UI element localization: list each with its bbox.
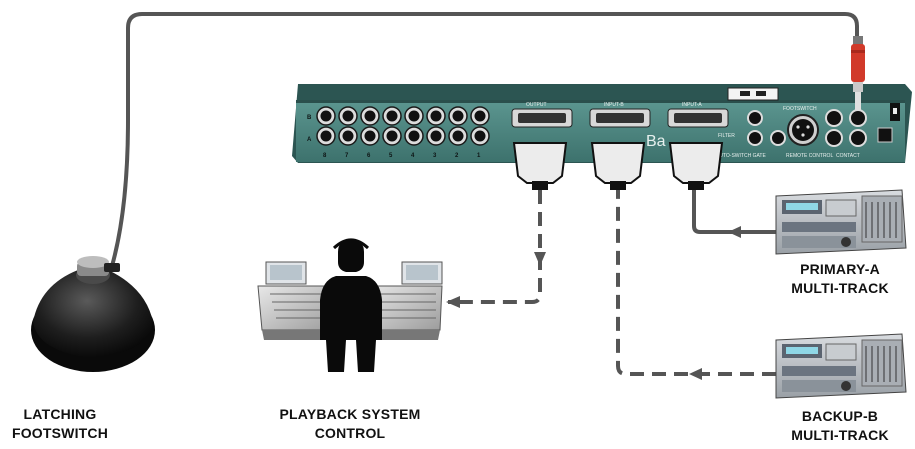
arrow-head	[534, 252, 546, 266]
output-cable-hood	[512, 142, 568, 190]
engineer-silhouette	[320, 238, 382, 372]
input-b-cable	[616, 190, 776, 376]
trs-jack-socket	[364, 110, 376, 122]
footswitch-caption-line2: FOOTSWITCH	[11, 425, 109, 441]
contact-jack	[825, 109, 843, 127]
output-label: OUTPUT	[526, 102, 547, 108]
primary-a-caption-line2: MULTI-TRACK	[791, 280, 889, 296]
trs-jack-socket	[452, 110, 464, 122]
trs-jack-socket	[364, 130, 376, 142]
primary-a-multitrack-image	[775, 189, 907, 255]
channel-number: 4	[411, 153, 415, 159]
trs-jack-socket	[320, 130, 332, 142]
auto-switch-gate-label: AUTO-SWITCH GATE	[716, 153, 766, 159]
trs-jack-socket	[474, 110, 486, 122]
small-jack	[747, 130, 763, 146]
output-cable	[448, 190, 542, 304]
xlr-connector	[787, 114, 819, 146]
backup-b-multitrack-image	[775, 333, 907, 399]
channel-numbers: 8 7 6 5 4 3 2 1	[323, 153, 481, 159]
backup-b-caption-line1: BACKUP-B	[801, 408, 879, 424]
trs-jack-socket	[342, 130, 354, 142]
channel-number: 3	[433, 153, 437, 159]
primary-a-caption: PRIMARY-A MULTI-TRACK	[770, 260, 910, 298]
output-db25-connector	[511, 108, 573, 128]
brand-fragment: Ba	[646, 133, 666, 150]
quarter-inch-jack-field	[316, 106, 490, 146]
contact-jack	[825, 129, 843, 147]
trs-jack-socket	[320, 110, 332, 122]
footswitch-plug	[851, 36, 865, 110]
input-b-label: INPUT-B	[604, 102, 624, 108]
contact-jack	[849, 129, 867, 147]
primary-a-caption-line1: PRIMARY-A	[800, 261, 880, 277]
trs-jack-socket	[386, 110, 398, 122]
playback-caption-line1: PLAYBACK SYSTEM	[279, 406, 421, 422]
filter-label: FILTER	[718, 133, 735, 139]
input-a-cable-hood	[668, 142, 724, 190]
backup-b-caption-line2: MULTI-TRACK	[791, 427, 889, 443]
channel-number: 6	[367, 153, 371, 159]
channel-number: 7	[345, 153, 349, 159]
playback-caption-line2: CONTROL	[314, 425, 386, 441]
latching-footswitch-image	[31, 256, 155, 372]
backup-b-caption: BACKUP-B MULTI-TRACK	[770, 407, 910, 445]
remote-control-label: REMOTE CONTROL	[786, 153, 833, 159]
trs-jack-socket	[452, 130, 464, 142]
footswitch-port-label: FOOTSWITCH	[783, 106, 817, 112]
trs-jack-socket	[408, 130, 420, 142]
channel-number: 2	[455, 153, 459, 159]
trs-jack-socket	[386, 130, 398, 142]
contact-label: CONTACT	[836, 153, 860, 159]
arrow-head	[446, 296, 460, 308]
playback-system-image	[257, 238, 443, 372]
channel-number: 1	[477, 153, 481, 159]
trs-jack-socket	[474, 130, 486, 142]
trs-jack-socket	[430, 110, 442, 122]
small-jack	[747, 110, 763, 126]
row-a-label: A	[307, 137, 312, 143]
channel-number: 5	[389, 153, 393, 159]
playback-caption: PLAYBACK SYSTEM CONTROL	[255, 405, 445, 443]
input-a-cable	[692, 190, 776, 234]
arrow-head	[689, 368, 702, 380]
footswitch-jack	[849, 109, 867, 127]
input-b-cable-hood	[590, 142, 646, 190]
footswitch-cable	[110, 12, 859, 267]
small-jack	[770, 130, 786, 146]
footswitch-caption: LATCHING FOOTSWITCH	[0, 405, 120, 443]
footswitch-caption-line1: LATCHING	[23, 406, 97, 422]
input-a-label: INPUT-A	[682, 102, 702, 108]
trs-jack-socket	[408, 110, 420, 122]
input-b-db25-connector	[589, 108, 651, 128]
input-a-db25-connector	[667, 108, 729, 128]
arrow-head	[728, 226, 741, 238]
row-b-label: B	[307, 115, 312, 121]
trs-jack-socket	[430, 130, 442, 142]
channel-number: 8	[323, 153, 327, 159]
trs-jack-socket	[342, 110, 354, 122]
power-jack	[877, 127, 893, 143]
